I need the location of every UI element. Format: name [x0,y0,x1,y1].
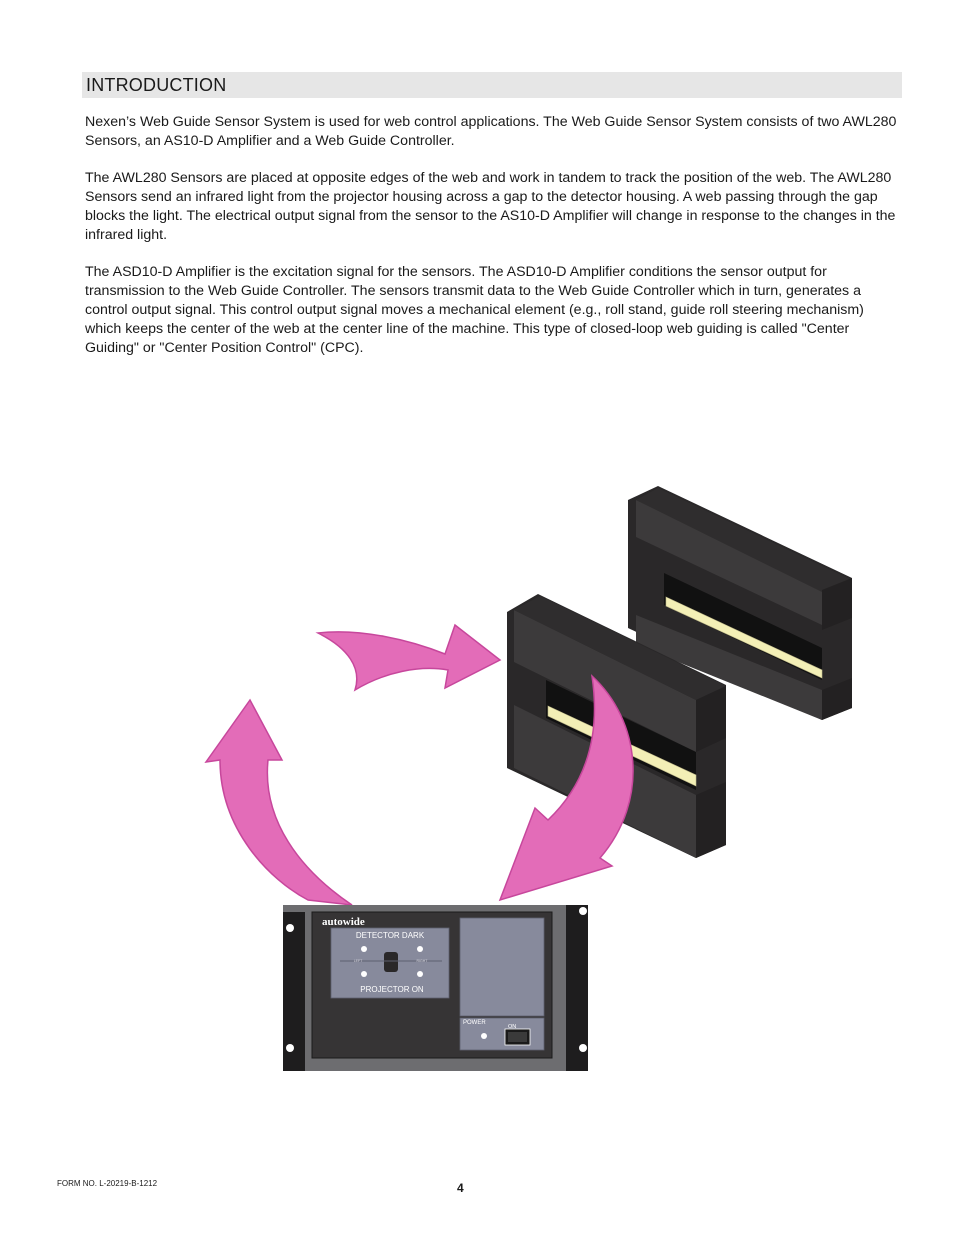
page-number: 4 [457,1181,464,1195]
arrow-right [498,674,634,902]
projector-left-led [361,971,367,977]
on-label: ON [508,1024,516,1030]
paragraph-sensors: The AWL280 Sensors are placed at opposit… [85,170,896,243]
power-led [481,1033,487,1039]
paragraph-overview: Nexen’s Web Guide Sensor System is used … [85,114,897,149]
power-label: POWER [463,1020,486,1026]
projector-right-led [417,971,423,977]
brand-logo: autowide [322,916,365,928]
section-header: INTRODUCTION [82,72,902,98]
paragraph-amplifier: The ASD10-D Amplifier is the excitation … [85,264,864,356]
projector-on-label: PROJECTOR ON [360,985,424,994]
detector-left-led [361,946,367,952]
amplifier-unit: autowide DETECTOR DARK LEFT RIGHT PROJEC… [283,905,588,1071]
sensor-rear [628,486,852,720]
left-label: LEFT [354,959,363,963]
section-title: INTRODUCTION [86,75,227,95]
arrow-left [204,698,353,906]
arrow-top [315,623,502,692]
form-number: FORM NO. L-20219-B-1212 [57,1179,158,1188]
right-label: RIGHT [417,959,429,963]
detector-right-led [417,946,423,952]
detector-dark-label: DETECTOR DARK [356,931,425,940]
